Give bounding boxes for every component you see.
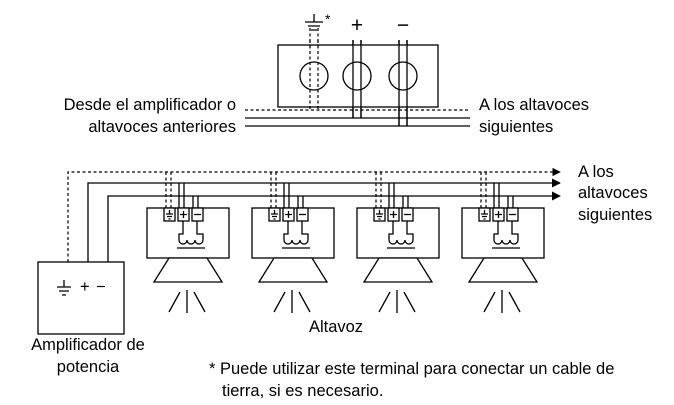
power-amplifier: + − — [37, 261, 125, 335]
amplifier-label-1: Amplificador de — [31, 336, 145, 354]
plus-terminal — [342, 61, 372, 91]
panel-cables — [245, 109, 470, 127]
minus-terminal — [388, 61, 418, 91]
to-next-label-1: A los altavoces — [479, 96, 589, 114]
voice-coil — [178, 239, 204, 245]
speaker-cone — [467, 257, 539, 283]
speaker-4 — [461, 172, 545, 313]
sound-waves — [378, 290, 416, 313]
to-next2-label-3: siguientes — [578, 206, 652, 224]
voice-coil — [283, 239, 309, 245]
sound-waves — [168, 290, 206, 313]
footnote-line-2: tierra, si es necesario. — [222, 382, 383, 400]
voice-coil — [388, 239, 414, 245]
to-next2-label-1: A los — [578, 163, 614, 181]
amp-plus-symbol: + — [80, 278, 90, 296]
speaker-label: Altavoz — [309, 318, 363, 336]
ground-symbol: * — [305, 11, 331, 31]
from-amplifier-label-2: altavoces anteriores — [88, 118, 236, 136]
amplifier-label-2: potencia — [57, 358, 120, 376]
ground-terminal — [299, 61, 329, 91]
speaker-cone — [362, 257, 434, 283]
speaker-cone — [152, 257, 224, 283]
sound-waves — [273, 290, 311, 313]
terminal-panel: * + − — [277, 11, 439, 126]
to-next2-label-2: altavoces — [578, 184, 648, 202]
plus-symbol: + — [351, 14, 363, 37]
from-amplifier-label-1: Desde el amplificador o — [64, 96, 236, 114]
amp-minus-symbol: − — [96, 278, 106, 296]
bus-wires — [67, 167, 561, 262]
speakers-group — [146, 172, 545, 313]
svg-text:*: * — [325, 11, 331, 27]
speaker-cone — [257, 257, 329, 283]
voice-coil — [493, 239, 519, 245]
sound-waves — [483, 290, 521, 313]
minus-symbol: − — [397, 14, 409, 37]
speaker-2 — [251, 172, 335, 313]
footnote-line-1: * Puede utilizar este terminal para cone… — [209, 360, 614, 378]
speaker-1 — [146, 172, 230, 313]
to-next-label-2: siguientes — [479, 118, 553, 136]
speaker-3 — [356, 172, 440, 313]
